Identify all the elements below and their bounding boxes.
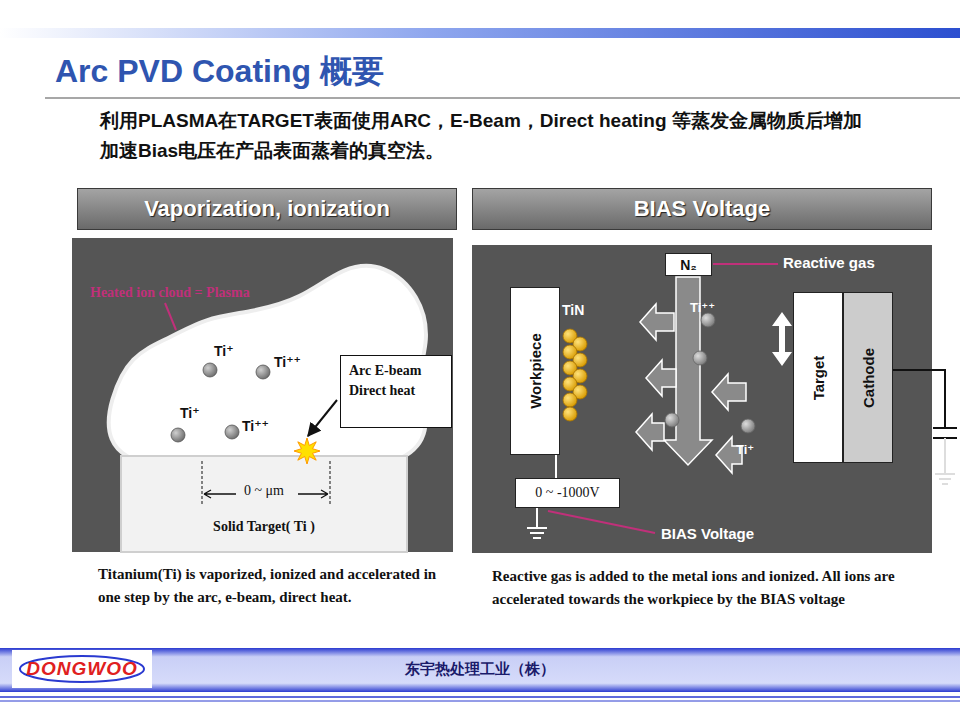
ion-arrow: [636, 414, 664, 450]
plasma-cloud-text: Ti⁺: [180, 405, 200, 421]
ion: [171, 428, 185, 442]
capacitor-plate: [933, 427, 957, 429]
dimension-line: [330, 461, 331, 505]
pointer-arrow: [308, 400, 337, 436]
top-bar: [0, 28, 960, 38]
ground-symbol: [533, 537, 541, 539]
leader-line: [713, 263, 778, 265]
title-rule: [45, 97, 960, 99]
ion: [701, 313, 715, 327]
bias-label: BIAS Voltage: [661, 525, 754, 542]
gas-inlet-text: N₂: [680, 257, 696, 273]
coating-label: TiN: [562, 302, 584, 318]
wire: [893, 370, 945, 428]
ground-symbol: [942, 483, 948, 485]
footer-band: [0, 648, 960, 692]
company-logo-text: DONGWOO: [26, 658, 138, 680]
left-panel: [72, 238, 453, 552]
ion-label: Ti⁺⁺: [690, 300, 715, 315]
caption-text: Titanium(Ti) is vaporized, ionized and a…: [98, 563, 443, 609]
plasma-label: Heated ion cloud = Plasma: [90, 285, 250, 301]
gas-label: Reactive gas: [783, 254, 875, 271]
wire: [944, 438, 946, 474]
logo-swoosh: [20, 656, 144, 682]
ion-arrow: [640, 304, 674, 340]
plasma-cloud-text: Ti⁺⁺: [274, 354, 301, 370]
callout-box-text: Arc E-beam Direct heat: [349, 361, 443, 401]
footer-rule: [0, 696, 960, 698]
solid-target: Solid Target( Ti ): [120, 455, 408, 553]
company-name: 东宇热处理工业（株）: [300, 660, 660, 679]
header-band: Vaporization, ionization: [77, 188, 457, 230]
solid-target-art: [122, 457, 410, 555]
cathode: Cathode: [843, 292, 893, 463]
double-arrow: [772, 312, 792, 366]
footer-rule: [0, 701, 960, 702]
caption-text: Reactive gas is added to the metal ions …: [492, 565, 922, 611]
voltage-box-text: 0 ~ -1000V: [535, 485, 599, 501]
wire: [536, 508, 538, 528]
leader-line: [165, 303, 176, 330]
ions: [665, 313, 755, 433]
ion-arrow: [646, 360, 676, 396]
solid-target-text: Solid Target( Ti ): [213, 519, 315, 535]
ground-symbol: [939, 478, 951, 480]
title: Arc PVD Coating 概要: [55, 50, 384, 94]
tin-layer: [563, 329, 587, 421]
ion: [225, 425, 239, 439]
voltage-box: 0 ~ -1000V: [515, 478, 620, 508]
ground-symbol: [530, 532, 544, 534]
ion: [665, 413, 679, 427]
ion-label: Ti⁺: [736, 442, 754, 457]
workpiece-text: Workpiece: [527, 333, 544, 409]
target-motion-arrow: [772, 312, 792, 366]
ion: [203, 363, 217, 377]
workpiece: Workpiece: [510, 287, 560, 455]
ground-symbol: [527, 527, 547, 529]
dimension-line: [202, 461, 203, 505]
header-band: BIAS Voltage: [472, 188, 932, 230]
target: Target: [793, 292, 843, 463]
plasma-cloud-text: Ti⁺⁺: [242, 418, 269, 434]
ion: [741, 419, 755, 433]
leader-line: [548, 511, 655, 533]
workpiece-ground: [527, 508, 547, 538]
cathode-wiring: [893, 370, 957, 484]
target-text: Target: [810, 355, 827, 400]
tin-particle: [563, 393, 577, 407]
tin-particle: [563, 407, 577, 421]
subtitle: 利用PLASMA在TARGET表面使用ARC，E-Beam，Direct hea…: [100, 106, 870, 166]
header-band-text: Vaporization, ionization: [144, 196, 390, 222]
ion-flow-arrows: [636, 277, 746, 473]
gas-inlet: N₂: [665, 253, 712, 276]
ion: [693, 351, 707, 365]
cathode-text: Cathode: [860, 348, 877, 408]
header-band-text: BIAS Voltage: [634, 196, 771, 222]
right-panel: [472, 245, 932, 553]
ground-symbol: [935, 473, 955, 475]
ion-arrow: [712, 374, 746, 410]
plasma-cloud-text: Ti⁺: [214, 343, 234, 359]
company-logo: DONGWOO: [12, 650, 152, 688]
wire: [555, 455, 557, 478]
callout-box: Arc E-beam Direct heat: [340, 355, 452, 428]
ion: [256, 365, 270, 379]
dimension-label: 0 ~ μm: [240, 483, 288, 499]
arc-spark: [294, 438, 320, 464]
